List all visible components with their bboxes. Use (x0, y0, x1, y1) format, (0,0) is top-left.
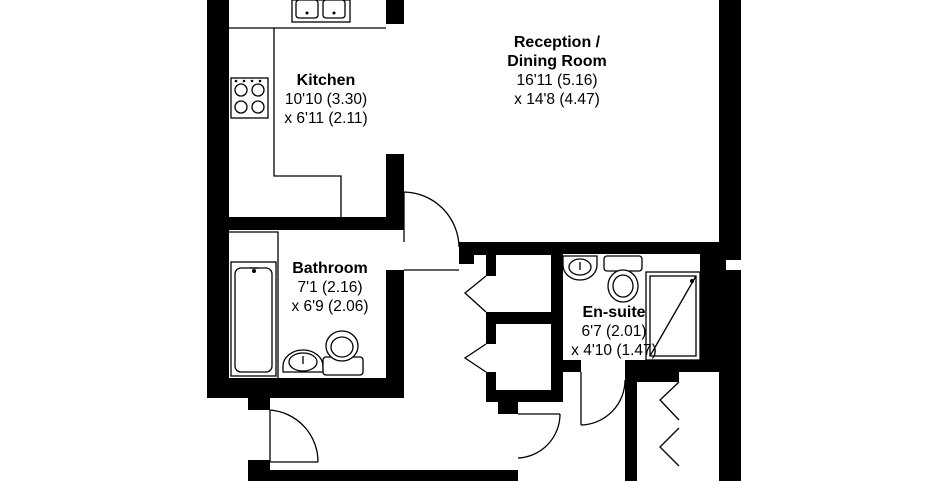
door-swing-icon (403, 191, 460, 248)
cupboard-left-1 (486, 254, 496, 276)
kitchen-dimension-2: x 6'11 (2.11) (284, 110, 367, 127)
shower-tray-icon (645, 271, 701, 361)
cupboard-door-icon (463, 343, 487, 373)
kitchen-fittings (229, 0, 386, 217)
reception-dimension-2: x 14'8 (4.47) (514, 91, 600, 108)
walls (207, 0, 741, 481)
bathroom-dimension-1: 7'1 (2.16) (298, 279, 363, 296)
cupboard-divider (486, 312, 556, 324)
kitchen-partition (386, 154, 404, 230)
kitchen-name: Kitchen (297, 72, 356, 89)
reception-dimension-1: 16'11 (5.16) (516, 72, 597, 89)
lower-right-wall-left (625, 372, 637, 481)
cupboard-left-2 (486, 324, 496, 344)
kitchen-top-jamb (386, 0, 404, 24)
doors (269, 191, 680, 467)
reception-bottom-wall (459, 242, 474, 264)
cupboard-left-3 (486, 372, 496, 402)
ensuite-fittings (562, 255, 701, 361)
ensuite-top-wall (551, 242, 726, 254)
cupboard-door-icon (659, 381, 680, 467)
ensuite-right-wall (700, 254, 726, 372)
toilet-icon (322, 330, 364, 376)
bathroom-label: Bathroom 7'1 (2.16) x 6'9 (2.06) (291, 260, 368, 315)
cupboard-door-icon (464, 275, 487, 313)
ensuite-label: En-suite 6'7 (2.01) x 4'10 (1.47) (571, 304, 657, 359)
cupboard-bottom (486, 390, 563, 402)
entrance-jamb-left (248, 398, 270, 410)
ensuite-bottom-wall-left (551, 360, 581, 372)
wash-basin-icon (282, 349, 324, 373)
door-swing-icon (517, 413, 561, 459)
toilet-icon (603, 255, 643, 303)
bathroom-right-wall (386, 270, 404, 398)
hall-stub (498, 402, 518, 414)
door-swing-icon (269, 409, 319, 463)
hob-icon (230, 77, 269, 119)
wash-basin-icon (562, 255, 598, 281)
hall-right-wall-upper (459, 242, 563, 255)
ensuite-name: En-suite (582, 304, 645, 321)
outer-wall-right-upper (719, 0, 741, 260)
bathroom-dimension-2: x 6'9 (2.06) (291, 298, 368, 315)
bathroom-fittings (229, 231, 364, 378)
kitchen-label: Kitchen 10'10 (3.30) x 6'11 (2.11) (284, 72, 367, 127)
bathroom-name: Bathroom (292, 260, 368, 277)
reception-name-line-1: Reception / (514, 34, 601, 51)
bottom-wall (248, 470, 518, 481)
kitchen-bottom-wall (229, 217, 389, 230)
kitchen-worktop (229, 27, 342, 217)
door-swing-icon (580, 372, 626, 426)
outer-wall-left (207, 0, 229, 398)
reception-label: Reception / Dining Room 16'11 (5.16) x 1… (507, 34, 607, 108)
kitchen-sink-icon (291, 0, 351, 23)
bathroom-bottom-wall (207, 378, 404, 398)
ensuite-dimension-2: x 4'10 (1.47) (571, 342, 657, 359)
ensuite-dimension-1: 6'7 (2.01) (582, 323, 647, 340)
kitchen-dimension-1: 10'10 (3.30) (285, 91, 367, 108)
lower-right-wall-top (625, 372, 679, 382)
reception-name-line-2: Dining Room (507, 53, 607, 70)
bath-icon (230, 261, 277, 377)
bathroom-panel (229, 231, 279, 378)
